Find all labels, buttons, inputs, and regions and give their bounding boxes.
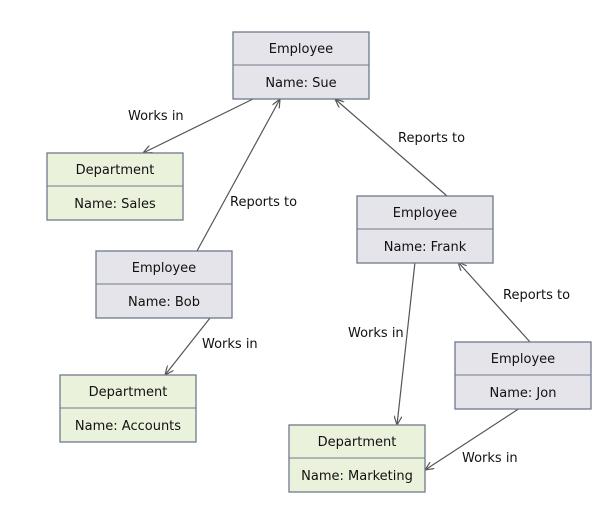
node-name: Name: Jon xyxy=(490,386,557,401)
edge-jon-marketing-arrow xyxy=(425,407,521,470)
node-type: Employee xyxy=(269,42,333,57)
node-name: Name: Frank xyxy=(384,240,467,255)
edge-label: Reports to xyxy=(503,288,570,303)
edge-frank-marketing-arrow xyxy=(397,261,416,425)
node-type: Department xyxy=(76,163,155,178)
node-type: Department xyxy=(318,435,397,450)
node-type: Department xyxy=(89,385,168,400)
node-name: Name: Accounts xyxy=(75,419,181,434)
node-name: Name: Sue xyxy=(265,76,336,91)
edge-label: Works in xyxy=(128,109,184,124)
node-type: Employee xyxy=(393,206,457,221)
edge-label: Works in xyxy=(348,326,404,341)
node-type: Employee xyxy=(491,352,555,367)
edge-label: Reports to xyxy=(230,195,297,210)
node-name: Name: Bob xyxy=(128,295,200,310)
node-name: Name: Sales xyxy=(74,197,156,212)
edge-label: Works in xyxy=(462,451,518,466)
edge-bob-sue-arrow xyxy=(196,99,280,252)
node-type: Employee xyxy=(132,261,196,276)
edge-label: Reports to xyxy=(398,131,465,146)
node-name: Name: Marketing xyxy=(301,469,413,484)
edge-label: Works in xyxy=(202,337,258,352)
edge-bob-accounts-arrow xyxy=(165,317,211,375)
edge-frank-sue-arrow xyxy=(335,99,448,197)
edge-sue-sales-arrow xyxy=(143,98,254,153)
edge-jon-frank-arrow xyxy=(458,262,531,343)
